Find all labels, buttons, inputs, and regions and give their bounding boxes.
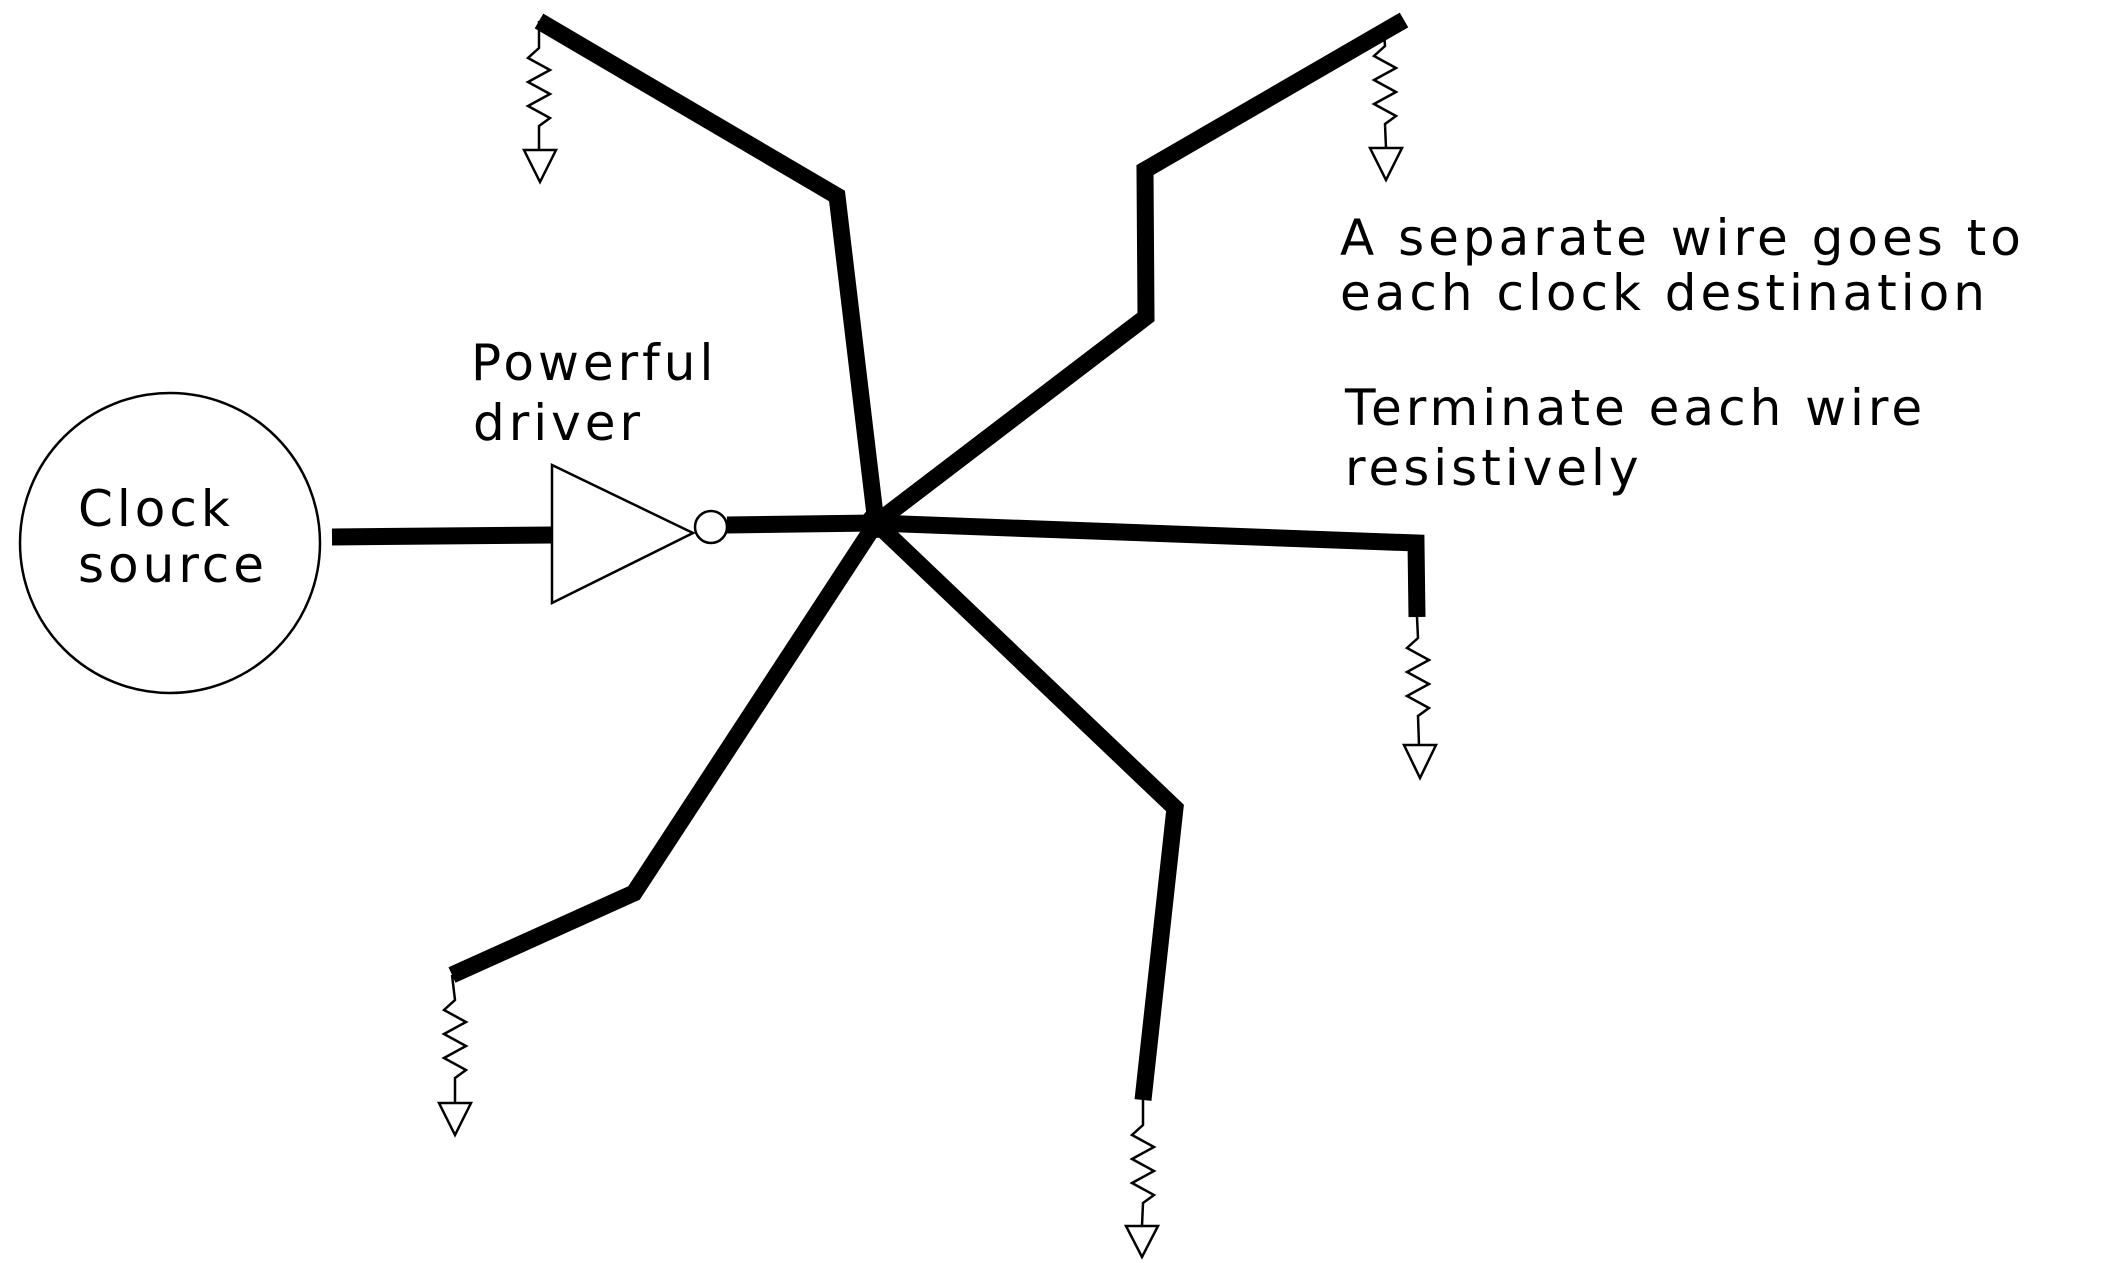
driver-inversion-bubble (693, 509, 729, 545)
annotation-separate-wire-line2: each clock destination (1340, 264, 1989, 322)
clock-source-circle (18, 391, 322, 695)
clock-wire-upper-right (870, 12, 1409, 530)
annotation-terminate: Terminate each wire resistively (1344, 379, 1926, 497)
termination-lower-left (436, 974, 474, 1138)
ground-icon (1123, 1224, 1161, 1260)
termination-lower-right (1123, 1100, 1161, 1260)
termination-upper-right (1367, 31, 1405, 183)
driver-label-line1: Powerful (471, 334, 717, 392)
resistor-icon (525, 21, 553, 150)
clock-source-label-line2: source (78, 536, 268, 594)
ground-icon (521, 148, 559, 185)
clock-wire-lower-right (870, 516, 1184, 1101)
ground-icon (1402, 743, 1438, 781)
termination-right (1402, 616, 1438, 781)
annotation-separate-wire-line1: A separate wire goes to (1340, 209, 2025, 267)
driver-triangle (550, 463, 696, 606)
powerful-driver: Powerful driver (471, 334, 729, 606)
resistor-icon (1129, 1100, 1157, 1227)
termination-upper-left (521, 21, 559, 185)
annotation-separate-wire: A separate wire goes to each clock desti… (1340, 209, 2025, 322)
annotation-terminate-line1: Terminate each wire (1344, 379, 1926, 437)
clock-wire-lower-left (448, 518, 884, 983)
driver-to-hub-wire (726, 514, 877, 534)
source-to-driver-wire (331, 526, 553, 546)
clock-source-label-line1: Clock (78, 480, 234, 538)
resistor-icon (1371, 31, 1399, 149)
annotation-terminate-line2: resistively (1345, 439, 1643, 497)
clock-wire-upper-left (534, 13, 885, 525)
resistor-icon (441, 974, 469, 1103)
resistor-icon (1404, 616, 1432, 746)
clock-wire-right (875, 514, 1426, 618)
driver-label-line2: driver (473, 394, 644, 452)
ground-icon (436, 1101, 474, 1138)
clock-source: Clock source (18, 391, 322, 695)
ground-icon (1367, 146, 1405, 183)
